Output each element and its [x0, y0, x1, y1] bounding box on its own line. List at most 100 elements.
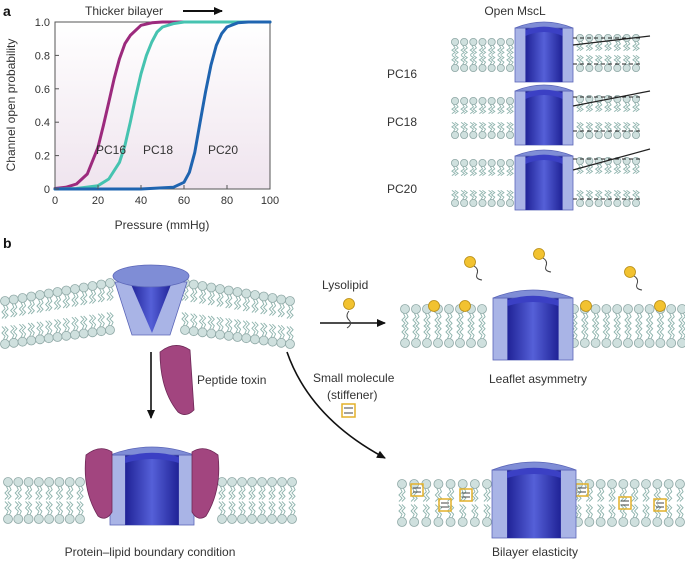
- lipid-tail: [280, 325, 285, 339]
- channel-pore: [507, 298, 559, 360]
- lipid-head: [61, 330, 72, 341]
- lipid-tail: [633, 488, 639, 502]
- lipid-head: [267, 477, 277, 487]
- lipid-tail: [594, 164, 600, 174]
- lipid-tail: [472, 55, 478, 65]
- lipid-tail: [456, 313, 461, 327]
- lipid-tail: [588, 102, 594, 112]
- lipid-head: [469, 64, 478, 73]
- lipid-tail: [228, 486, 233, 500]
- lipid-tail: [228, 294, 233, 309]
- lipid-tail: [27, 322, 32, 337]
- lipid-tail: [91, 314, 97, 329]
- lipid-tail: [48, 297, 53, 312]
- lipid-head: [469, 38, 478, 47]
- lipid-head: [576, 156, 585, 165]
- lipid-head: [652, 479, 663, 489]
- lipid-tail: [635, 102, 640, 112]
- series-label-pc18: PC18: [143, 143, 173, 157]
- panel-b-diagram: [0, 248, 685, 539]
- lipid-tail: [236, 296, 242, 310]
- lipid-head: [44, 514, 55, 524]
- lipid-tail: [591, 325, 597, 339]
- lipid-tail: [483, 504, 488, 518]
- lipid-head: [496, 97, 505, 106]
- lipid-tail: [597, 102, 603, 112]
- lipid-head: [460, 38, 469, 47]
- lipid-head: [450, 64, 459, 73]
- lipid-tail: [30, 300, 35, 315]
- lipid-tail: [613, 41, 619, 51]
- stiffener-frame: [341, 403, 356, 418]
- lipid-head: [237, 514, 247, 524]
- channel-cap: [514, 84, 574, 92]
- lipid-tail: [100, 288, 105, 303]
- bound-toxin-right: [191, 448, 220, 519]
- lipid-tail: [585, 102, 591, 112]
- lipid-tail: [645, 313, 651, 327]
- lipid-tail: [415, 325, 420, 339]
- lipid-tail: [456, 325, 461, 339]
- lipid-tail: [198, 290, 204, 304]
- lipid-head: [96, 326, 107, 337]
- free-lysolipid-head: [464, 256, 476, 268]
- lipid-head: [277, 477, 287, 487]
- lipid-head: [632, 64, 641, 73]
- lipid-tail: [594, 122, 600, 132]
- lipid-tail: [38, 486, 43, 500]
- lipid-tail: [613, 102, 619, 112]
- lipid-tail: [56, 319, 62, 333]
- lipid-tail: [48, 320, 53, 334]
- lipid-tail: [499, 166, 505, 176]
- stiffener-molecule: [618, 496, 632, 510]
- lipid-tail: [4, 326, 9, 340]
- lipid-tail: [470, 325, 475, 339]
- lipid-tail: [487, 55, 493, 65]
- lipid-tail: [481, 166, 487, 176]
- x-tick-label: 20: [92, 195, 104, 207]
- lipid-head: [52, 332, 63, 342]
- lipid-tail: [627, 325, 632, 339]
- lipid-tail: [648, 325, 654, 339]
- lipid-head: [652, 517, 663, 527]
- lipid-tail: [509, 104, 514, 114]
- lipid-tail: [506, 166, 511, 176]
- lipid-tail: [625, 122, 631, 132]
- lipid-tail: [625, 164, 631, 174]
- stiffener-bars: [462, 492, 470, 498]
- lipid-tail: [599, 488, 605, 502]
- lipid-tail: [221, 486, 226, 500]
- lipid-head: [450, 158, 459, 167]
- cone-cap: [112, 264, 190, 288]
- lipid-tail: [263, 322, 268, 337]
- lipid-tail: [627, 313, 632, 327]
- lipid-head: [422, 338, 432, 348]
- lipid-tail: [62, 294, 67, 309]
- stiffener-molecule: [459, 488, 473, 502]
- lipid-head: [576, 130, 585, 139]
- lipid-head: [445, 517, 456, 527]
- lipid-head: [487, 130, 496, 139]
- lipid-tail: [4, 305, 9, 319]
- lipid-tail: [499, 55, 505, 65]
- lipid-head: [460, 130, 469, 139]
- lipid-head: [450, 97, 459, 106]
- lipid-head: [594, 64, 603, 73]
- lipid-tail: [594, 190, 600, 200]
- lipid-tail: [581, 313, 586, 327]
- lipid-tail: [496, 55, 502, 65]
- lipid-tail: [241, 501, 246, 515]
- lipid-head: [75, 477, 85, 487]
- lipid-tail: [622, 122, 628, 132]
- lipid-tail: [478, 166, 484, 176]
- lipid-tail: [425, 488, 431, 502]
- lipid-tail: [581, 325, 586, 339]
- stiffener-frame: [438, 498, 452, 512]
- lipid-head: [17, 293, 28, 303]
- series-label-pc20: PC20: [208, 143, 238, 157]
- lipid-tail: [591, 313, 597, 327]
- inserted-lysolipid-head: [459, 300, 471, 312]
- lipid-tail: [460, 190, 466, 200]
- lipid-tail: [632, 164, 637, 174]
- lipid-tail: [38, 501, 43, 515]
